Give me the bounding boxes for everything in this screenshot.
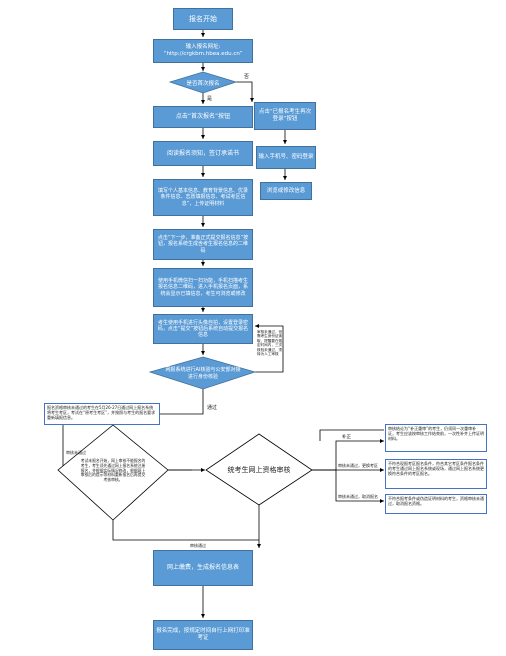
node-ai-check-label: 网报系统进行AI核验与公安部对接进行身份核验 <box>165 367 241 380</box>
label-fail: 审核未通过 <box>66 450 86 455</box>
node-login-again: 点击“已报名考生再次登录”按钮 <box>254 102 316 130</box>
node-input-phone: 输入手机号、密码登录 <box>256 146 316 169</box>
node-start: 报名开始 <box>173 8 233 30</box>
node-fill-info: 填写个人基本信息、教育背景信息、优录条件信息、志愿填报信息、考试考区信息”，上传… <box>153 179 253 216</box>
change-note: 不符合现报考区报名条件，符合其它考区条件报名条件的考生通过网上报名系统或现场，通… <box>385 459 487 489</box>
node-decision-first-label: 是否首次报名 <box>186 80 220 87</box>
label-no: 否 <box>244 74 250 80</box>
decision-first-diamond <box>168 71 238 94</box>
label-yes: 是 <box>207 96 213 102</box>
qual-review-diamond <box>205 433 313 506</box>
ai-flow-note: 报名资格审核未通过的考生在5月26-27日通过网上报名系统将考生考区，考试在“原… <box>44 403 160 425</box>
node-read-notice: 阅读报名须知，签订承诺书 <box>153 141 253 166</box>
cancel-note: 不符合报考条件或伪造证明材料的考生，资格审核未通过，取消报名资格。 <box>385 494 487 514</box>
node-input-url: 输入报名网址: “http://crgkbm.hbea.edu.cn” <box>153 39 253 63</box>
left-decision-text: 考试未报名开始，网上审核不能报名的考生，考生须先通过网上报名系统注册报名，并根据… <box>80 458 146 483</box>
label-fail-cancel: 审核未通过，取消报名 <box>338 494 378 499</box>
node-face-photo: 考生使用手机进行头像自拍，设置登录密码，点击“提交”按钮后系统自动提交报名信息 <box>153 314 253 344</box>
ai-check-diamond <box>148 356 257 390</box>
left-decision-diamond <box>57 424 169 521</box>
node-qual-review-label: 统考生网上资格审核 <box>227 466 291 474</box>
label-supplement: 补正 <box>342 435 351 440</box>
node-click-first: 点击“首次报名”按钮 <box>153 106 253 128</box>
label-pass: 通过 <box>207 405 218 411</box>
label-fail-change: 审核未通过，更换考区 <box>338 463 378 468</box>
label-approved: 审核通过 <box>190 543 206 548</box>
supplement-note: 审核结论为“补正重审”的考生，仍须同一次重审补证，考生应该按审核工作结束前，一次… <box>385 424 487 452</box>
node-finish: 报名完成，按规定时间自行上网打印准考证 <box>153 620 253 650</box>
node-scan-qr: 使用手机微信扫一扫功能，手机扫描考生报名信息二维码，进入手机报名页面，系统会显示… <box>153 268 253 307</box>
node-pay: 网上缴费，生成报名信息表 <box>153 550 253 586</box>
ai-fail-note: 审核未通过，但需考生身份证读取、提醒要在规定时间内，三次核验未通过，须转为人工审… <box>257 330 283 357</box>
node-browse-edit: 浏览或修改信息 <box>260 182 312 200</box>
node-submit-qr: 点击“下一步，准备正式提交报名信息”按钮，报名系统生成含考生报名信息的二维码 <box>153 229 253 260</box>
